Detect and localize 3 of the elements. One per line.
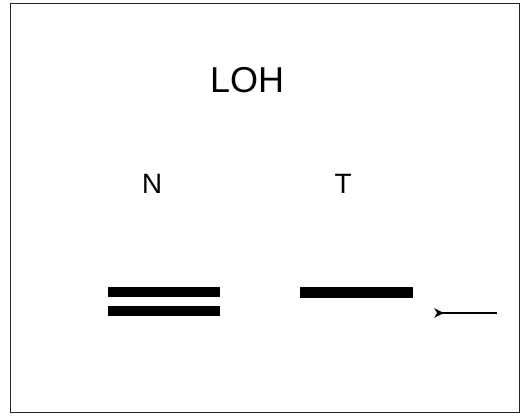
lane-label: T	[334, 170, 352, 198]
heading: LOH	[210, 62, 284, 98]
lane-label: N	[142, 170, 162, 198]
